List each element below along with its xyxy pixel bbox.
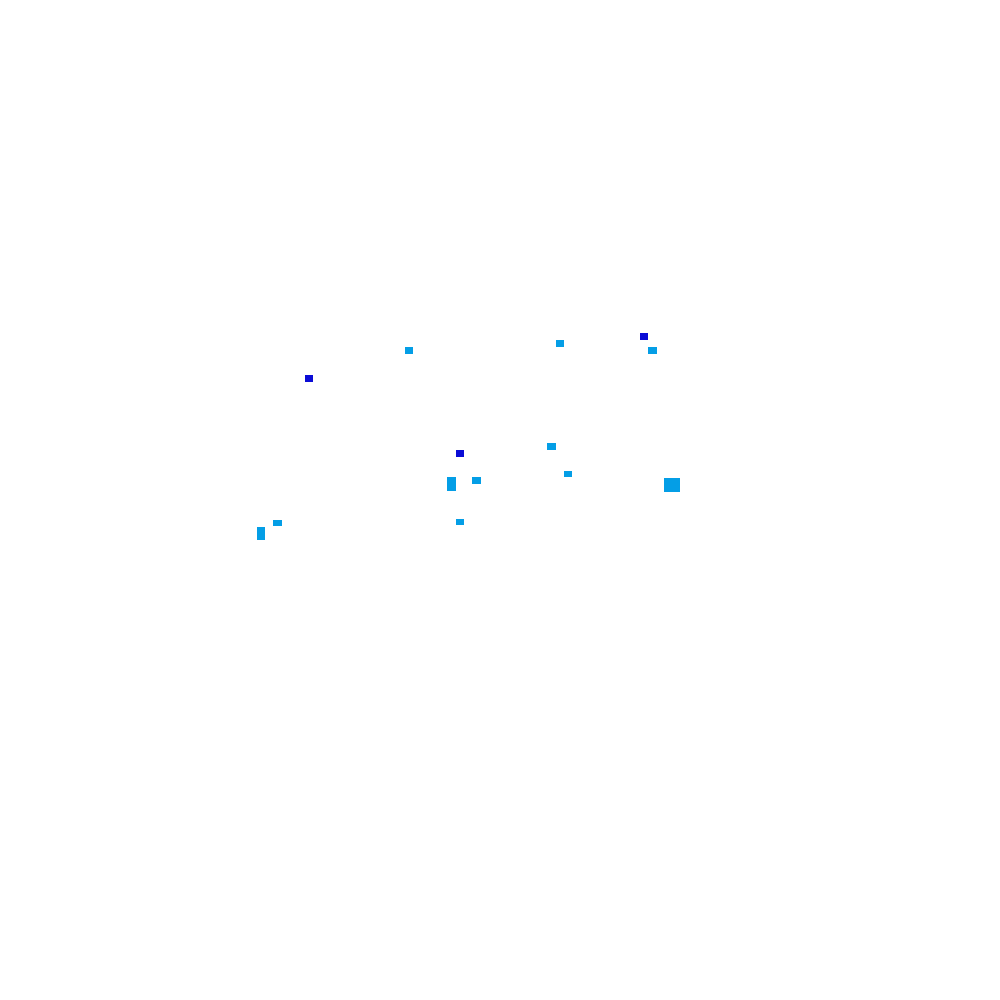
- square-marker: [472, 477, 481, 484]
- square-marker: [648, 347, 657, 354]
- square-marker: [640, 333, 648, 340]
- square-marker: [305, 375, 313, 382]
- square-marker: [447, 477, 456, 491]
- square-marker: [257, 527, 265, 540]
- square-marker: [273, 520, 282, 526]
- square-marker: [547, 443, 556, 450]
- square-marker: [456, 450, 464, 457]
- square-marker: [456, 519, 464, 525]
- square-marker: [664, 478, 680, 492]
- square-marker: [405, 347, 413, 354]
- square-marker: [564, 471, 572, 477]
- square-marker: [556, 340, 564, 347]
